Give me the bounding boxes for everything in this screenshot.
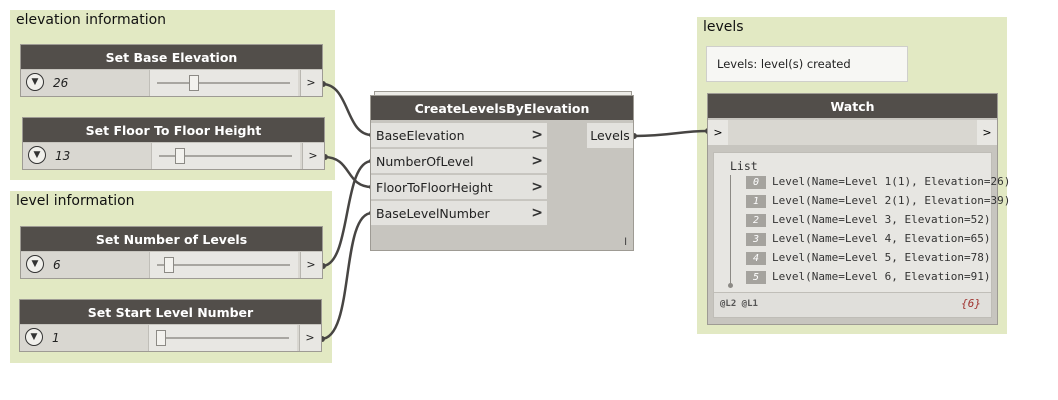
watch-list[interactable]: List 0 Level(Name=Level 1(1), Elevation=2…	[713, 152, 1010, 318]
slider-track-area[interactable]	[149, 70, 298, 96]
output-port[interactable]: >	[977, 120, 997, 145]
node-title: Watch	[708, 94, 997, 118]
slider-thumb[interactable]	[164, 257, 175, 273]
list-item-text: Level(Name=Level 2(1), Elevation=39)	[772, 194, 1011, 207]
slider-node-start-level[interactable]: Set Start Level Number ▼ 1 >	[20, 300, 321, 351]
output-port[interactable]: >	[300, 70, 322, 96]
slider-track-area[interactable]	[148, 325, 297, 351]
list-header: List	[730, 159, 758, 173]
slider-track	[157, 82, 290, 84]
output-port-levels[interactable]: Levels	[587, 123, 633, 148]
slider-row: ▼ 26 >	[21, 70, 322, 96]
chevron-down-icon[interactable]: ▼	[26, 73, 44, 91]
chevron-down-icon[interactable]: ▼	[25, 328, 43, 346]
group-title: elevation information	[16, 12, 167, 28]
input-port-base-elevation[interactable]: BaseElevation >	[371, 123, 547, 148]
slider-track	[157, 264, 290, 266]
list-footer: @L2 @L1 {6}	[714, 292, 991, 317]
node-title: CreateLevelsByElevation	[371, 96, 633, 120]
slider-node-base-elevation[interactable]: Set Base Elevation ▼ 26 >	[21, 45, 322, 96]
wire-num-levels	[321, 159, 373, 268]
input-port[interactable]: >	[708, 120, 728, 145]
node-title: Set Number of Levels	[21, 227, 322, 251]
wire-base-elevation	[321, 82, 373, 137]
slider-row: ▼ 13 >	[23, 143, 324, 169]
list-item-text: Level(Name=Level 5, Elevation=78)	[772, 251, 991, 264]
output-port[interactable]: >	[302, 143, 324, 169]
create-levels-node[interactable]: CreateLevelsByElevation BaseElevation > …	[371, 96, 633, 250]
chevron-right-icon: >	[531, 127, 543, 143]
node-title: Set Floor To Floor Height	[23, 118, 324, 142]
list-index: 3	[746, 232, 766, 246]
list-item: 2 Level(Name=Level 3, Elevation=52)	[746, 212, 991, 228]
chevron-right-icon: >	[531, 205, 543, 221]
slider-value[interactable]: 6	[53, 258, 61, 272]
output-port[interactable]: >	[300, 252, 322, 278]
slider-value[interactable]: 13	[55, 149, 71, 163]
slider-track	[156, 337, 289, 339]
slider-row: ▼ 1 >	[20, 325, 321, 351]
group-title: level information	[16, 193, 135, 209]
input-port-number-of-level[interactable]: NumberOfLevel >	[371, 149, 547, 174]
slider-thumb[interactable]	[188, 75, 199, 91]
group-title: levels	[703, 19, 744, 35]
wire-levels-output	[632, 129, 709, 138]
input-port-label: NumberOfLevel	[376, 154, 474, 169]
chevron-down-icon[interactable]: ▼	[28, 146, 46, 164]
node-title: Set Start Level Number	[20, 300, 321, 324]
input-port-label: BaseElevation	[376, 128, 465, 143]
slider-thumb[interactable]	[174, 148, 185, 164]
input-port-floor-height[interactable]: FloorToFloorHeight >	[371, 175, 547, 200]
slider-node-num-levels[interactable]: Set Number of Levels ▼ 6 >	[21, 227, 322, 278]
slider-row: ▼ 6 >	[21, 252, 322, 278]
list-index: 4	[746, 251, 766, 265]
list-item: 3 Level(Name=Level 4, Elevation=65)	[746, 231, 991, 247]
slider-node-floor-height[interactable]: Set Floor To Floor Height ▼ 13 >	[23, 118, 324, 169]
slider-track-area[interactable]	[151, 143, 300, 169]
slider-track	[159, 155, 292, 157]
preview-tooltip: Levels: level(s) created successfully	[706, 46, 908, 105]
list-item: 1 Level(Name=Level 2(1), Elevation=39)	[746, 193, 1010, 209]
list-count: {6}	[961, 297, 981, 310]
list-item-text: Level(Name=Level 3, Elevation=52)	[772, 213, 991, 226]
list-item-text: Level(Name=Level 1(1), Elevation=26)	[772, 175, 1011, 188]
wire-start-level	[320, 211, 373, 341]
output-port[interactable]: >	[299, 325, 321, 351]
chevron-right-icon: >	[531, 153, 543, 169]
wire-floor-height	[323, 155, 373, 189]
watch-node[interactable]: Watch > > List 0 Level(Name=Level 1(1), E…	[708, 94, 1010, 324]
watch-port-row: > >	[708, 120, 997, 145]
node-stack-edge	[374, 91, 632, 96]
list-level-indicators: @L2 @L1	[720, 299, 758, 309]
list-item: 4 Level(Name=Level 5, Elevation=78)	[746, 250, 991, 266]
list-index: 0	[746, 175, 766, 189]
slider-track-area[interactable]	[149, 252, 298, 278]
slider-thumb[interactable]	[156, 330, 166, 346]
list-index: 1	[746, 194, 766, 208]
chevron-right-icon: >	[531, 179, 543, 195]
slider-value[interactable]: 1	[52, 331, 60, 345]
list-item-text: Level(Name=Level 4, Elevation=65)	[772, 232, 991, 245]
list-index: 2	[746, 213, 766, 227]
input-port-base-level-number[interactable]: BaseLevelNumber >	[371, 201, 547, 226]
input-port-label: FloorToFloorHeight	[376, 180, 493, 195]
node-title: Set Base Elevation	[21, 45, 322, 69]
slider-value[interactable]: 26	[53, 76, 69, 90]
list-tree-end	[728, 283, 733, 288]
list-item-text: Level(Name=Level 6, Elevation=91)	[772, 270, 991, 283]
input-port-label: BaseLevelNumber	[376, 206, 490, 221]
chevron-down-icon[interactable]: ▼	[26, 255, 44, 273]
list-index: 5	[746, 270, 766, 284]
list-item: 0 Level(Name=Level 1(1), Elevation=26)	[746, 174, 1010, 190]
list-item: 5 Level(Name=Level 6, Elevation=91)	[746, 269, 991, 285]
list-tree-line	[730, 175, 731, 285]
lacing-indicator: l	[624, 237, 627, 248]
